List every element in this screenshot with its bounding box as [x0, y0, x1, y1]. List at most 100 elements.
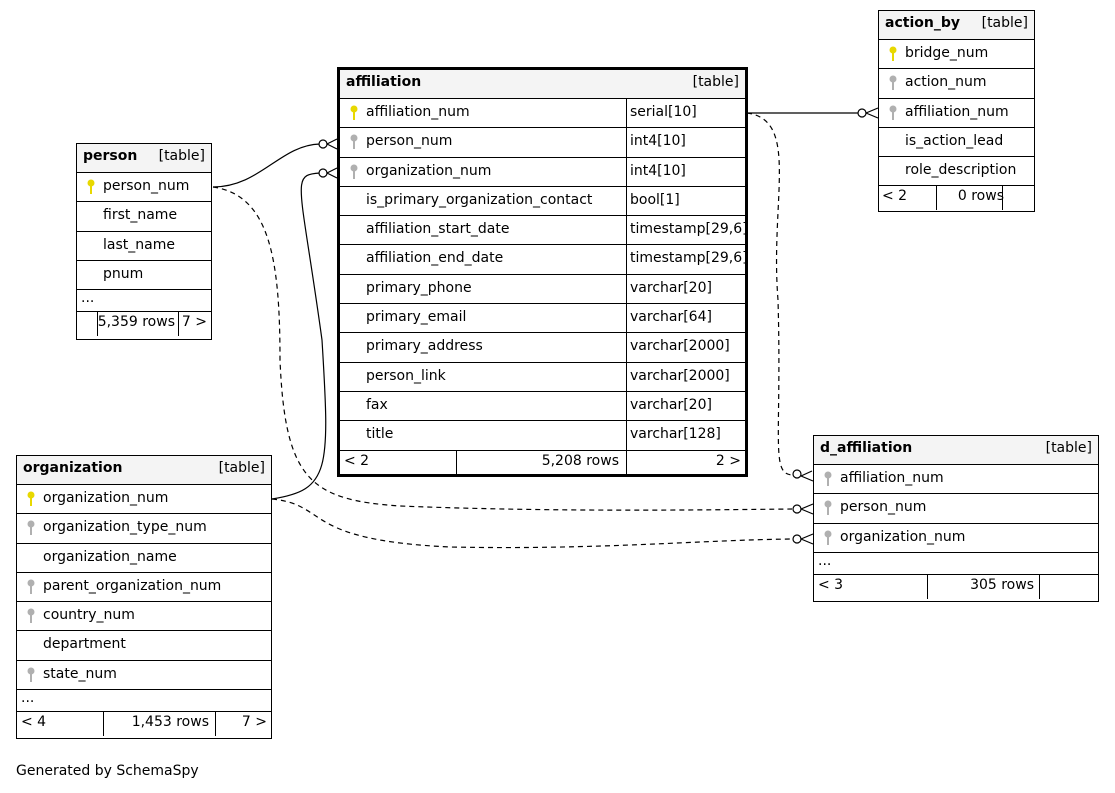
- column-name: affiliation_start_date: [366, 221, 510, 238]
- column-row[interactable]: is_action_lead: [879, 128, 1034, 158]
- column-name: title: [366, 426, 394, 443]
- optional-marker: [792, 504, 802, 514]
- column-type: serial[10]: [630, 104, 697, 120]
- column-name: primary_email: [366, 309, 467, 326]
- column-row[interactable]: affiliation_num: [879, 99, 1034, 128]
- row-count: 1,453 rows: [131, 714, 209, 731]
- crowfoot-marker: [800, 503, 814, 515]
- crowfoot-marker: [326, 167, 338, 179]
- key-gold-icon: [889, 46, 897, 61]
- more-columns: ...: [17, 690, 271, 713]
- column-row[interactable]: organization_type_num: [17, 514, 271, 544]
- column-row[interactable]: role_description: [879, 157, 1034, 187]
- column-row[interactable]: primary_email varchar[64]: [340, 304, 745, 334]
- column-row[interactable]: pnum: [77, 261, 211, 291]
- column-type: varchar[20]: [630, 279, 712, 296]
- column-row[interactable]: last_name: [77, 232, 211, 261]
- optional-marker: [792, 534, 802, 544]
- column-type: varchar[128]: [630, 426, 721, 443]
- parents-link[interactable]: < 3: [818, 576, 844, 593]
- children-link[interactable]: 7 >: [241, 714, 267, 731]
- column-row[interactable]: affiliation_num: [814, 465, 1098, 495]
- key-gray-icon: [889, 75, 897, 91]
- edge-person-affiliation: [212, 143, 321, 188]
- table-affiliation[interactable]: affiliation [table] affiliation_num seria…: [337, 67, 748, 477]
- column-row[interactable]: state_num: [17, 661, 271, 691]
- key-gold-icon: [27, 491, 35, 506]
- column-name: affiliation_end_date: [366, 250, 504, 267]
- table-name[interactable]: organization: [23, 460, 123, 476]
- column-row[interactable]: primary_address varchar[2000]: [340, 333, 745, 363]
- column-name: pnum: [103, 265, 144, 282]
- column-type: varchar[20]: [630, 396, 712, 413]
- key-gold-icon: [87, 179, 95, 194]
- column-row[interactable]: organization_num: [814, 524, 1098, 553]
- column-name: role_description: [905, 162, 1017, 179]
- parents-link[interactable]: < 2: [344, 452, 370, 469]
- crowfoot-marker: [326, 138, 338, 150]
- row-count: 5,208 rows: [541, 452, 619, 469]
- column-row[interactable]: person_num: [77, 173, 211, 203]
- column-row[interactable]: organization_name: [17, 544, 271, 573]
- row-count: 0 rows: [957, 188, 1004, 205]
- column-type: varchar[2000]: [630, 338, 730, 355]
- column-row[interactable]: action_num: [879, 69, 1034, 99]
- column-name: primary_address: [366, 338, 483, 355]
- table-name[interactable]: d_affiliation: [820, 440, 913, 456]
- column-type: bool[1]: [630, 191, 680, 208]
- column-row[interactable]: bridge_num: [879, 40, 1034, 70]
- column-name: first_name: [103, 207, 178, 224]
- parents-link[interactable]: < 2: [882, 188, 908, 205]
- table-name[interactable]: action_by: [885, 15, 960, 31]
- key-gray-icon: [824, 530, 832, 545]
- column-row[interactable]: person_num: [814, 494, 1098, 524]
- column-name: person_link: [366, 367, 446, 384]
- children-link[interactable]: 2 >: [715, 452, 741, 469]
- column-name: country_num: [43, 607, 135, 624]
- table-footer: 5,359 rows 7 >: [77, 312, 211, 337]
- generated-by-credit: Generated by SchemaSpy: [16, 763, 199, 779]
- key-gray-icon: [350, 134, 358, 150]
- table-footer: < 4 1,453 rows 7 >: [17, 712, 271, 737]
- column-name: state_num: [43, 665, 117, 682]
- column-name: affiliation_num: [840, 470, 944, 486]
- column-row[interactable]: parent_organization_num: [17, 573, 271, 603]
- column-row[interactable]: country_num: [17, 602, 271, 632]
- column-row[interactable]: affiliation_num serial[10]: [340, 99, 745, 129]
- table-header: affiliation [table]: [340, 70, 745, 99]
- children-link[interactable]: 7 >: [181, 314, 207, 331]
- edge-person-d-affiliation: [212, 186, 793, 511]
- column-type: varchar[64]: [630, 309, 712, 326]
- table-header: d_affiliation [table]: [814, 436, 1098, 465]
- column-row[interactable]: first_name: [77, 202, 211, 232]
- column-name: last_name: [103, 236, 175, 253]
- table-name[interactable]: person: [83, 148, 138, 164]
- column-name: affiliation_num: [366, 104, 470, 120]
- parents-link[interactable]: < 4: [21, 714, 47, 731]
- column-row[interactable]: title varchar[128]: [340, 421, 745, 451]
- edge-organization-d-affiliation: [271, 498, 793, 549]
- key-gray-icon: [27, 579, 35, 594]
- optional-marker: [318, 139, 328, 149]
- column-row[interactable]: department: [17, 631, 271, 661]
- row-count: 305 rows: [970, 576, 1034, 593]
- column-name: department: [43, 636, 126, 653]
- table-name[interactable]: affiliation: [346, 74, 422, 90]
- column-name: organization_num: [840, 528, 966, 545]
- table-type: [table]: [218, 460, 265, 476]
- column-row[interactable]: organization_num: [17, 485, 271, 515]
- table-type: [table]: [1045, 440, 1092, 456]
